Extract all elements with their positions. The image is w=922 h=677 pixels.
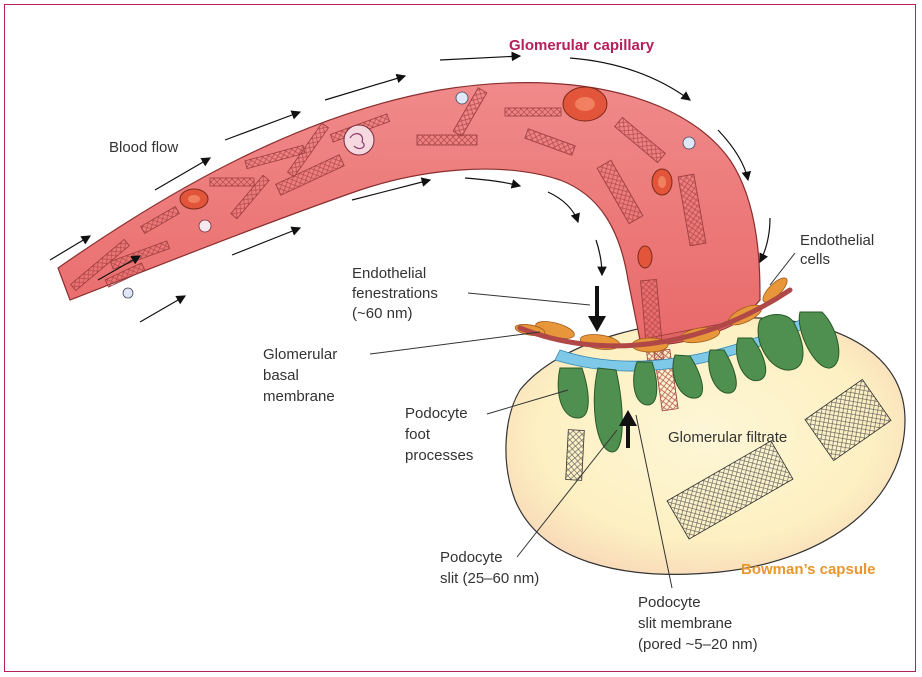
svg-text:membrane: membrane xyxy=(263,388,335,405)
podocyte-slit-label: Podocyte slit (25–60 nm) xyxy=(440,549,539,587)
svg-text:basal: basal xyxy=(263,367,299,384)
svg-text:Endothelial: Endothelial xyxy=(352,265,426,282)
svg-text:foot: foot xyxy=(405,426,431,443)
glomerular-filtrate-label: Glomerular filtrate xyxy=(668,429,787,446)
svg-text:Endothelial: Endothelial xyxy=(800,232,874,249)
svg-text:Podocyte: Podocyte xyxy=(638,594,701,611)
svg-text:(~60 nm): (~60 nm) xyxy=(352,305,412,322)
svg-text:fenestrations: fenestrations xyxy=(352,285,438,302)
svg-text:Podocyte: Podocyte xyxy=(405,405,468,422)
svg-text:processes: processes xyxy=(405,447,473,464)
endothelial-fenestrations-label: Endothelial fenestrations (~60 nm) xyxy=(352,265,438,322)
svg-text:slit (25–60 nm): slit (25–60 nm) xyxy=(440,570,539,587)
blood-flow-label: Blood flow xyxy=(109,139,178,156)
svg-text:Podocyte: Podocyte xyxy=(440,549,503,566)
svg-text:(pored ~5–20 nm): (pored ~5–20 nm) xyxy=(638,636,758,653)
endothelial-cells-label: Endothelial cells xyxy=(800,232,874,268)
bowmans-capsule-label: Bowman’s capsule xyxy=(741,561,876,578)
podocyte-slit-membrane-label: Podocyte slit membrane (pored ~5–20 nm) xyxy=(638,594,758,653)
svg-text:Glomerular: Glomerular xyxy=(263,346,337,363)
glomerular-capillary-label: Glomerular capillary xyxy=(509,37,655,54)
podocyte-foot-processes-label: Podocyte foot processes xyxy=(405,405,473,464)
glomerular-basal-membrane-label: Glomerular basal membrane xyxy=(263,346,337,405)
svg-text:slit membrane: slit membrane xyxy=(638,615,732,632)
svg-text:cells: cells xyxy=(800,251,830,268)
